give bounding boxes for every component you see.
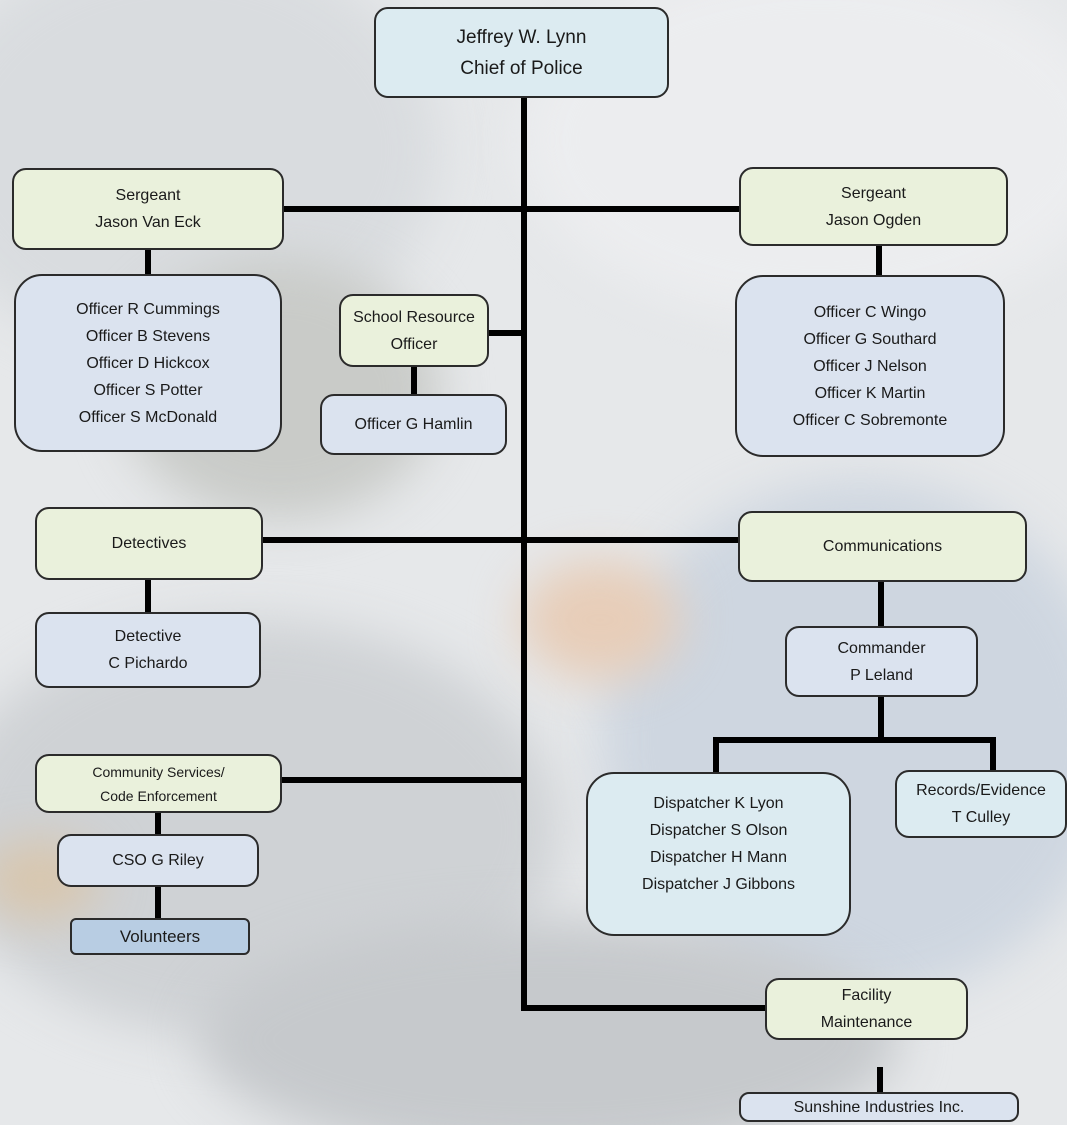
officer-item: Officer S McDonald — [78, 408, 218, 426]
sergeant-left-box: Sergeant Jason Van Eck — [12, 168, 284, 250]
sro-line2: Officer — [390, 335, 438, 353]
facility-line2: Maintenance — [820, 1014, 913, 1031]
communications-label: Communications — [822, 538, 943, 555]
officer-item: Officer R Cummings — [76, 300, 220, 318]
detective-name: C Pichardo — [108, 655, 188, 672]
dispatcher-item: Dispatcher S Olson — [649, 822, 788, 839]
facility-vendor-name: Sunshine Industries Inc. — [793, 1098, 965, 1116]
sergeant-left-title: Sergeant — [115, 187, 181, 204]
chief-of-police-box: Jeffrey W. Lynn Chief of Police — [374, 7, 669, 98]
sro-officer-box: Officer G Hamlin — [320, 394, 507, 455]
facility-vendor-box: Sunshine Industries Inc. — [739, 1092, 1019, 1122]
dispatcher-item: Dispatcher K Lyon — [653, 795, 784, 812]
cso-name: CSO G Riley — [112, 852, 204, 869]
detective-member-box: Detective C Pichardo — [35, 612, 261, 688]
facility-line1: Facility — [841, 987, 892, 1004]
officer-item: Officer B Stevens — [85, 327, 211, 345]
sergeant-right-name: Jason Ogden — [825, 211, 922, 229]
commander-name: P Leland — [850, 666, 913, 684]
facility-maintenance-box: Facility Maintenance — [765, 978, 968, 1040]
community-services-box: Community Services/ Code Enforcement — [35, 754, 282, 813]
chief-name: Jeffrey W. Lynn — [456, 26, 587, 48]
officer-item: Officer S Potter — [93, 381, 203, 399]
dispatchers-box: Dispatcher K Lyon Dispatcher S Olson Dis… — [586, 772, 851, 936]
records-line2: T Culley — [951, 809, 1011, 826]
volunteers-label: Volunteers — [119, 927, 201, 946]
community-line2: Code Enforcement — [100, 787, 217, 804]
community-line1: Community Services/ — [92, 763, 225, 780]
officer-item: Officer K Martin — [814, 384, 926, 402]
officer-item: Officer C Wingo — [813, 303, 927, 321]
officer-item: Officer J Nelson — [813, 357, 927, 375]
dispatcher-item: Dispatcher H Mann — [650, 849, 787, 866]
officer-item: Officer C Sobremonte — [792, 411, 948, 429]
commander-title: Commander — [837, 639, 926, 657]
school-resource-officer-box: School Resource Officer — [339, 294, 489, 367]
detectives-box: Detectives — [35, 507, 263, 580]
sergeant-right-title: Sergeant — [841, 184, 906, 202]
detective-title: Detective — [114, 628, 182, 645]
sergeant-left-name: Jason Van Eck — [95, 214, 201, 231]
sergeant-right-officers-box: Officer C Wingo Officer G Southard Offic… — [735, 275, 1005, 457]
detectives-label: Detectives — [111, 535, 187, 552]
volunteers-box: Volunteers — [70, 918, 250, 955]
cso-box: CSO G Riley — [57, 834, 259, 887]
sro-officer-name: Officer G Hamlin — [354, 416, 473, 433]
sergeant-left-officers-box: Officer R Cummings Officer B Stevens Off… — [14, 274, 282, 452]
sro-line1: School Resource — [353, 308, 475, 326]
commander-box: Commander P Leland — [785, 626, 978, 697]
officer-item: Officer G Southard — [803, 330, 937, 348]
sergeant-right-box: Sergeant Jason Ogden — [739, 167, 1008, 246]
chief-title: Chief of Police — [460, 57, 583, 79]
communications-box: Communications — [738, 511, 1027, 582]
records-evidence-box: Records/Evidence T Culley — [895, 770, 1067, 838]
officer-item: Officer D Hickcox — [86, 354, 210, 372]
records-line1: Records/Evidence — [916, 782, 1046, 799]
dispatcher-item: Dispatcher J Gibbons — [642, 876, 795, 893]
